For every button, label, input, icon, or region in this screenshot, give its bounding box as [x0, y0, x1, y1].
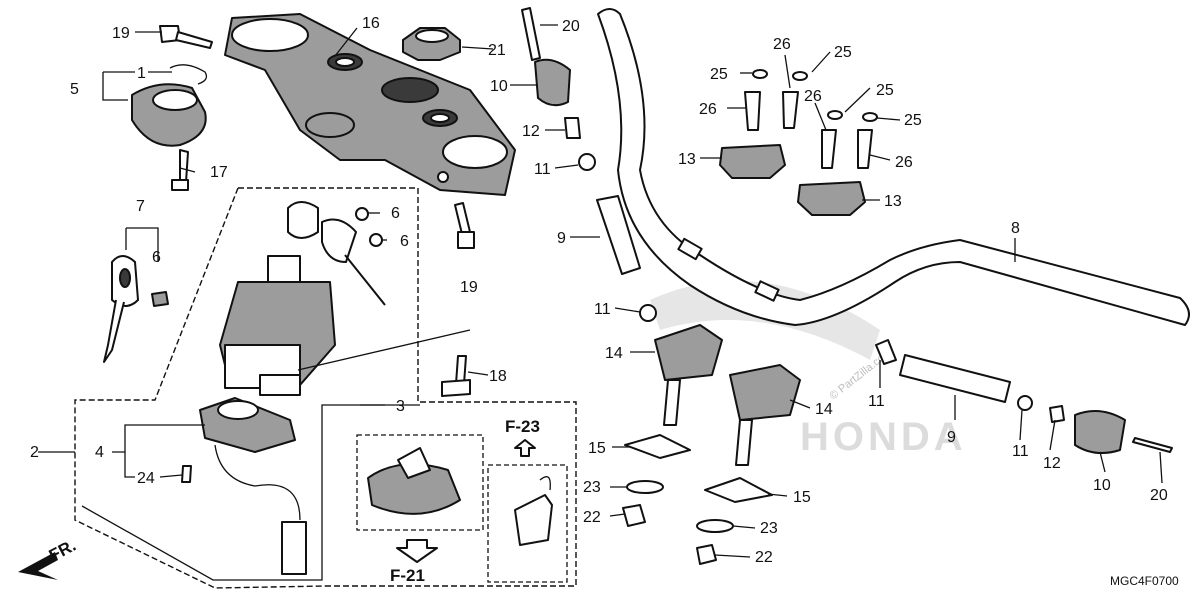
key-blank [103, 255, 139, 363]
callout-25: 25 [710, 66, 728, 83]
ref-f21: F-21 [390, 566, 425, 585]
diagram-code: MGC4F0700 [1110, 574, 1179, 588]
callout-24: 24 [137, 470, 155, 487]
bolt-19-mid [454, 202, 475, 249]
switch-lower [181, 397, 307, 575]
bolt-19-top [159, 25, 213, 49]
leader-lines [38, 24, 1163, 558]
callout-3: 3 [396, 398, 405, 415]
callout-14: 14 [605, 345, 623, 362]
arrow-up-icon [514, 439, 536, 457]
callout-12: 12 [1043, 455, 1061, 472]
callout-26: 26 [773, 36, 791, 53]
callout-8: 8 [1011, 220, 1020, 237]
ignition-group-boundary [74, 187, 577, 589]
callout-6: 6 [400, 233, 409, 250]
ref-box-f23 [487, 439, 568, 583]
callout-23: 23 [760, 520, 778, 537]
callout-25: 25 [834, 44, 852, 61]
callout-20: 20 [562, 18, 580, 35]
callout-19: 19 [112, 25, 130, 42]
callout-12: 12 [522, 123, 540, 140]
lower-posts [622, 324, 801, 565]
callout-11: 11 [594, 301, 611, 318]
right-grip-assembly [875, 339, 1173, 455]
callout-16: 16 [362, 15, 380, 32]
callout-4: 4 [95, 444, 104, 461]
callout-26: 26 [895, 154, 913, 171]
callout-9: 9 [557, 230, 566, 247]
ref-f23: F-23 [505, 417, 540, 436]
honda-watermark: HONDA [800, 415, 967, 459]
callout-14: 14 [815, 401, 833, 418]
callout-5: 5 [70, 81, 79, 98]
ignition-keys [287, 201, 386, 306]
bolt-18 [441, 355, 471, 397]
callout-15: 15 [588, 440, 606, 457]
lock-ring-assembly [131, 64, 208, 147]
callout-10: 10 [1093, 477, 1111, 494]
callout-11: 11 [1012, 443, 1029, 460]
callout-25: 25 [904, 112, 922, 129]
callout-10: 10 [490, 78, 508, 95]
callout-7: 7 [136, 198, 145, 215]
callout-15: 15 [793, 489, 811, 506]
callout-2: 2 [30, 444, 39, 461]
top-bridge [224, 13, 516, 196]
callout-26: 26 [699, 101, 717, 118]
ignition-switch [219, 255, 336, 396]
callout-20: 20 [1150, 487, 1168, 504]
handlebar [597, 8, 1190, 326]
callout-22: 22 [755, 549, 773, 566]
callout-13: 13 [678, 151, 696, 168]
callout-13: 13 [884, 193, 902, 210]
callout-6: 6 [152, 249, 161, 266]
front-direction-arrow-icon: FR. [18, 536, 79, 580]
callout-11: 11 [868, 393, 885, 410]
callout-21: 21 [488, 42, 506, 59]
callout-22: 22 [583, 509, 601, 526]
left-grip-assembly [521, 7, 657, 322]
callout-18: 18 [489, 368, 507, 385]
callout-9: 9 [947, 429, 956, 446]
callout-25: 25 [876, 82, 894, 99]
callout-26: 26 [804, 88, 822, 105]
callout-labels: 19 1 5 17 16 21 20 10 12 11 9 11 7 6 6 6… [30, 15, 1179, 588]
callout-1: 1 [137, 65, 146, 82]
arrow-down-icon [396, 539, 438, 563]
bolt-17 [171, 149, 189, 191]
callout-23: 23 [583, 479, 601, 496]
ref-box-f21 [356, 434, 484, 563]
nut-cap [402, 27, 461, 61]
callout-19: 19 [460, 279, 478, 296]
upper-holders [719, 69, 878, 216]
callout-6: 6 [391, 205, 400, 222]
callout-17: 17 [210, 164, 228, 181]
callout-11: 11 [534, 161, 551, 178]
